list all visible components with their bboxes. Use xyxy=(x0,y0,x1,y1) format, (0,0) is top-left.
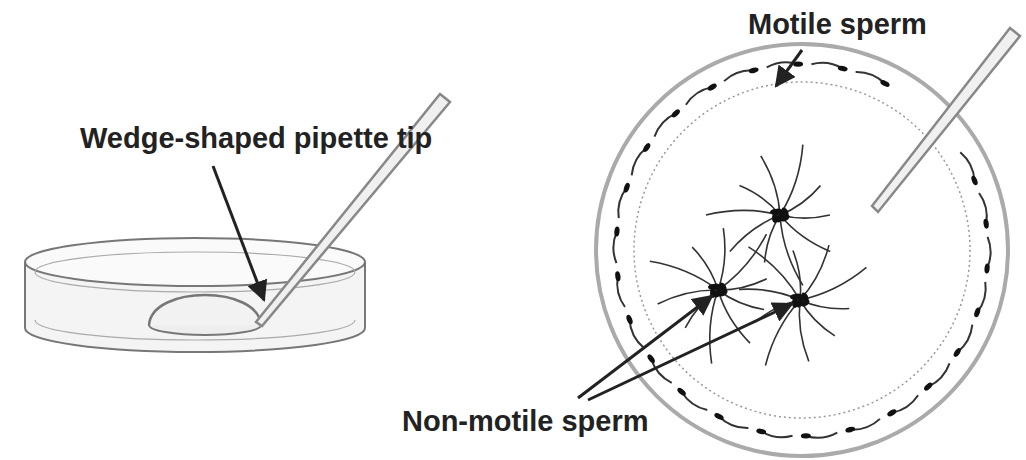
sperm-head xyxy=(973,307,981,318)
sperm-tail xyxy=(793,251,801,300)
leader-line xyxy=(588,304,792,400)
sperm-head xyxy=(614,226,620,236)
sperm-tail xyxy=(718,234,766,290)
sperm-tail xyxy=(650,261,718,290)
sperm-tail xyxy=(748,247,800,300)
sperm-head xyxy=(983,218,990,229)
sperm-head xyxy=(670,108,681,119)
sperm-head xyxy=(615,271,622,282)
drop-top-view xyxy=(596,44,1008,456)
sperm-head xyxy=(879,79,890,88)
sperm-head xyxy=(799,298,811,308)
sperm-head xyxy=(837,65,848,72)
sperm-tail xyxy=(800,267,866,300)
sperm-tail xyxy=(761,156,780,215)
leader-line xyxy=(213,166,264,300)
sperm-head xyxy=(845,426,856,434)
sperm-head xyxy=(717,288,729,298)
leader-line xyxy=(578,296,712,398)
sperm-head xyxy=(748,67,759,75)
sperm-head xyxy=(713,412,724,421)
sperm-head xyxy=(923,381,934,392)
sperm-head xyxy=(625,314,634,325)
sperm-head xyxy=(756,428,767,435)
callout-label: Wedge-shaped pipette tip xyxy=(80,122,432,155)
sperm-tail xyxy=(692,247,718,290)
sperm-cells xyxy=(613,61,990,438)
callout-label: Non-motile sperm xyxy=(402,405,649,438)
sperm-head xyxy=(970,175,979,186)
sperm-head xyxy=(646,353,656,364)
sperm-head xyxy=(886,408,897,417)
sperm-tail xyxy=(740,186,780,215)
sperm-head xyxy=(984,263,990,273)
sperm-head xyxy=(642,142,652,153)
sperm-head xyxy=(623,182,631,193)
sperm-tail xyxy=(799,300,809,361)
pipette xyxy=(872,28,1020,212)
sperm-tail xyxy=(739,289,800,300)
sperm-head xyxy=(952,347,962,358)
sperm-head xyxy=(676,387,687,397)
sperm-head xyxy=(779,213,791,223)
sperm-tail xyxy=(710,290,718,364)
sperm-tail xyxy=(718,228,725,290)
leader-line xyxy=(776,50,802,86)
sperm-head xyxy=(801,433,811,438)
sperm-head xyxy=(707,82,718,91)
callout-label: Motile sperm xyxy=(748,8,927,41)
sperm-tail xyxy=(780,215,830,251)
sperm-tail xyxy=(706,210,780,215)
droplet xyxy=(149,295,261,335)
